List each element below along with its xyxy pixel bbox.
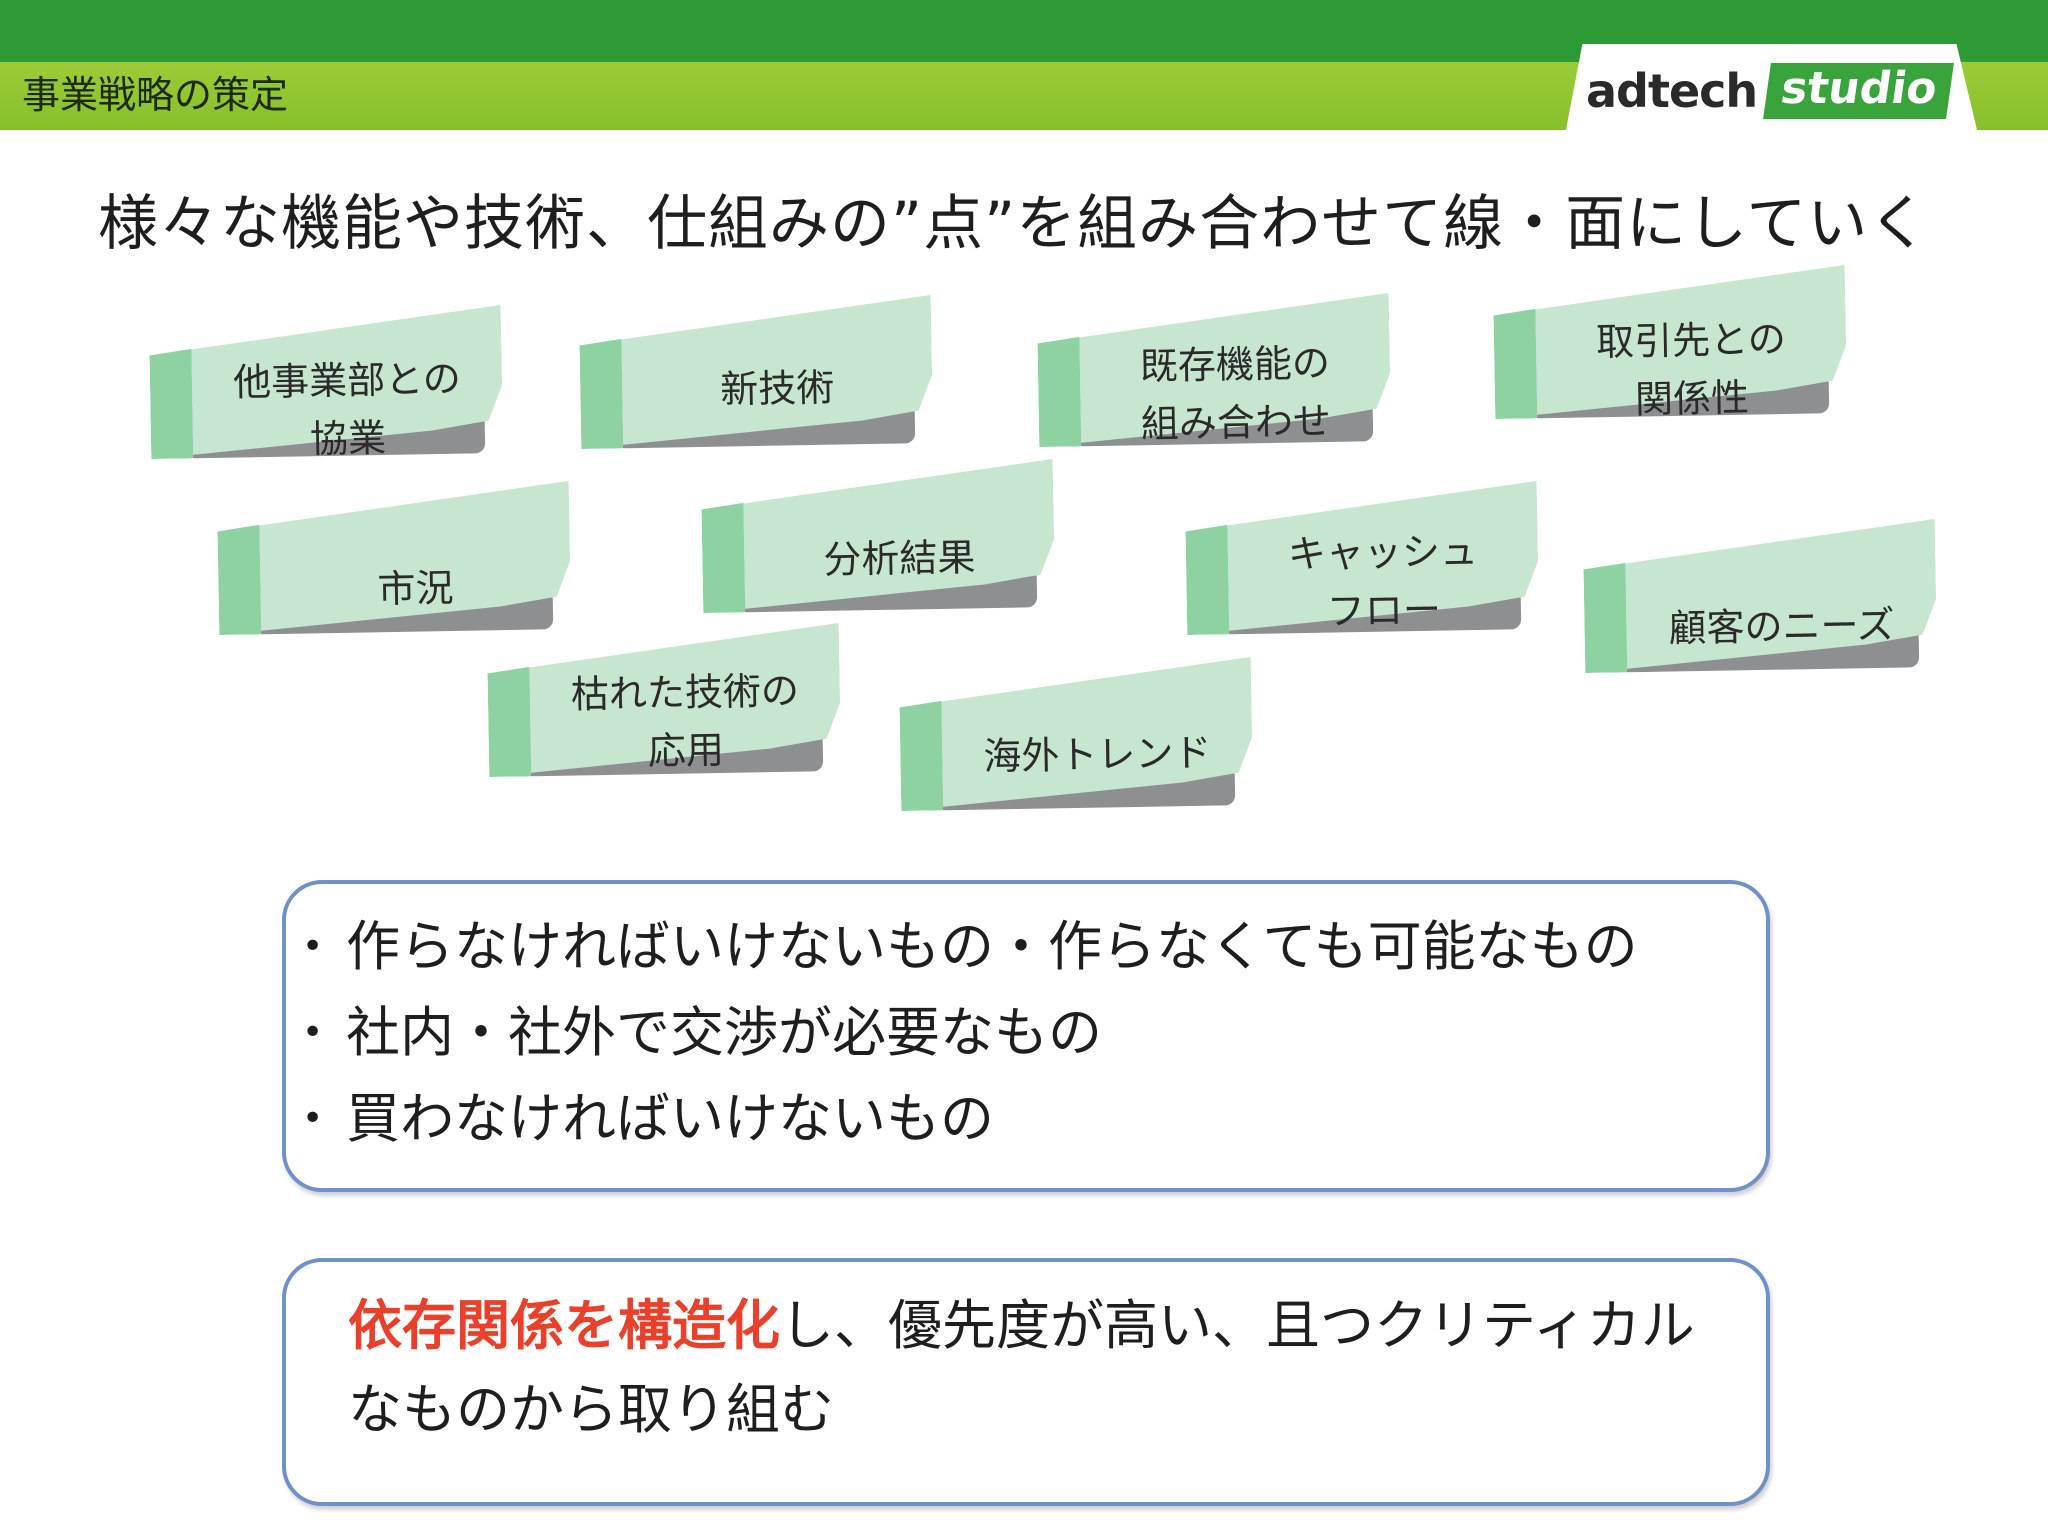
logo-text-studio: studio: [1763, 63, 1955, 119]
list-item: • 社内・社外で交渉が必要なもの: [302, 990, 1638, 1076]
note-label: キャッシュ フロー: [1287, 528, 1479, 634]
conclusion-box: 依存関係を構造化し、優先度が高い、且つクリティカルなものから取り組む: [282, 1258, 1770, 1506]
bullet-dot: •: [302, 1012, 324, 1053]
note-stripe: [217, 486, 262, 635]
sticky-note: 既存機能の 組み合わせ: [1037, 293, 1392, 447]
adtech-studio-logo: adtech studio: [1586, 63, 1955, 119]
note-label: 枯れた技術の 応用: [570, 668, 800, 774]
sticky-note: 分析結果: [701, 459, 1056, 613]
list-item: • 作らなければいけないもの・作らなくても可能なもの: [302, 904, 1638, 990]
note-label: 市況: [377, 565, 454, 612]
sticky-note: 新技術: [579, 295, 934, 449]
condition-list: • 作らなければいけないもの・作らなくても可能なもの • 社内・社外で交渉が必要なも…: [302, 904, 1638, 1162]
note-stripe: [1037, 298, 1082, 447]
note-label: 分析結果: [823, 535, 976, 582]
sticky-note: キャッシュ フロー: [1185, 481, 1540, 635]
conditions-box: • 作らなければいけないもの・作らなくても可能なもの • 社内・社外で交渉が必要なも…: [282, 880, 1770, 1192]
sticky-note: 海外トレンド: [899, 657, 1254, 811]
note-stripe: [1583, 524, 1628, 673]
note-stripe: [487, 628, 532, 777]
note-label: 他事業部との 協業: [232, 356, 462, 462]
bullet-dot: •: [302, 926, 324, 967]
note-stripe: [1185, 486, 1230, 635]
note-label: 顧客のニーズ: [1668, 602, 1895, 651]
note-label: 既存機能の 組み合わせ: [1139, 340, 1332, 447]
conclusion-highlight: 依存関係を構造化: [348, 1294, 780, 1357]
list-item-text: 買わなければいけないもの: [346, 1087, 994, 1150]
note-stripe: [579, 300, 624, 449]
sticky-note: 顧客のニーズ: [1583, 519, 1938, 673]
logo-text-adtech: adtech: [1586, 64, 1758, 118]
note-stripe: [149, 310, 194, 459]
note-label: 海外トレンド: [982, 730, 1212, 779]
sticky-note: 枯れた技術の 応用: [487, 623, 842, 777]
conclusion-text: 依存関係を構造化し、優先度が高い、且つクリティカルなものから取り組む: [348, 1284, 1728, 1452]
note-stripe: [899, 662, 944, 811]
note-label: 新技術: [719, 365, 835, 412]
conclusion-rest: し、優先度が高い、且つクリティカルなものから取り組む: [348, 1294, 1695, 1441]
list-item-text: 社内・社外で交渉が必要なもの: [346, 1001, 1102, 1064]
sticky-note: 市況: [217, 481, 572, 635]
note-stripe: [1493, 270, 1538, 419]
note-stripe: [701, 464, 746, 613]
list-item: • 買わなければいけないもの: [302, 1076, 1638, 1162]
sticky-note: 他事業部との 協業: [149, 305, 504, 461]
list-item-text: 作らなければいけないもの・作らなくても可能なもの: [346, 915, 1638, 978]
sticky-note: 取引先との 関係性: [1493, 265, 1848, 422]
slide-heading: 様々な機能や技術、仕組みの”点”を組み合わせて線・面にしていく: [98, 189, 1930, 259]
section-title: 事業戦略の策定: [22, 73, 289, 117]
note-label: 取引先との 関係性: [1595, 316, 1787, 422]
bullet-dot: •: [302, 1098, 324, 1139]
